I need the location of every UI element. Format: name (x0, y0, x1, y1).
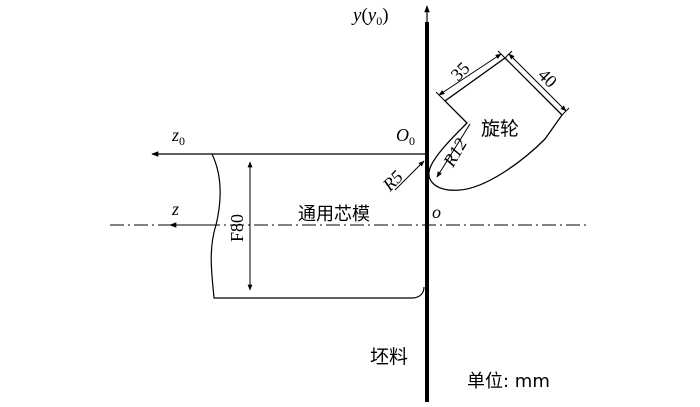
r5-leader (394, 160, 425, 191)
radius-r5-label: R5 (378, 167, 407, 196)
dim-35-ext-b (497, 50, 506, 59)
z-axis-label: z (171, 199, 179, 219)
dim-40-ext-b (561, 107, 570, 116)
roller-label: 旋轮 (481, 118, 519, 140)
dim-40-line (508, 53, 567, 112)
dim-40-ext-a (504, 50, 513, 59)
mandrel-label: 通用芯模 (298, 204, 370, 225)
mandrel-outline (210, 153, 425, 299)
dim-35-ext-a (435, 91, 446, 102)
origin-o-label: o (432, 202, 441, 222)
r12-leader (436, 123, 471, 178)
diameter-f80-label: F80 (227, 214, 247, 242)
dim-35-line (438, 53, 502, 96)
origin-o0-label: O0 (396, 125, 415, 148)
y-axis-label: y(y0) (351, 5, 389, 28)
blank-label: 坯料 (370, 346, 408, 368)
dim-40-label: 40 (534, 65, 561, 92)
z0-axis-label: z0 (171, 125, 185, 148)
unit-label: 单位: mm (467, 371, 550, 392)
dim-35-label: 35 (447, 58, 474, 85)
